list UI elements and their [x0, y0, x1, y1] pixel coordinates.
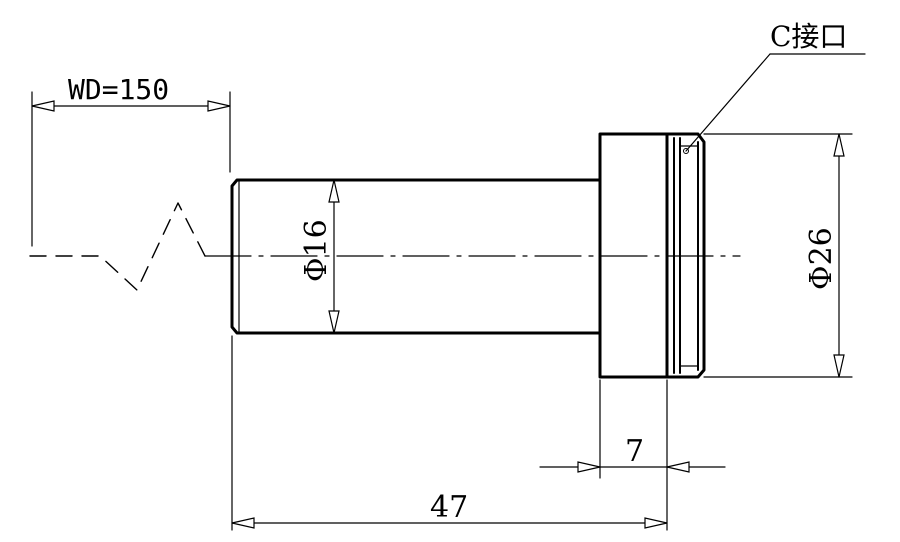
flange-diameter-label: Φ26 — [804, 227, 839, 290]
c-mount-label: C接口 — [770, 20, 847, 53]
total-length-dimension: 47 — [231, 335, 668, 531]
object-plane-indicator — [29, 202, 206, 291]
total-length-label: 47 — [430, 490, 468, 525]
flange-length-dimension: 7 — [539, 379, 726, 531]
wd-label: WD=150 — [68, 73, 169, 106]
c-mount-thread — [665, 132, 706, 379]
flange-length-label: 7 — [625, 434, 644, 469]
barrel-diameter-label: Φ16 — [299, 219, 334, 282]
barrel-diameter-dimension: Φ16 — [299, 179, 340, 334]
lens-flange — [598, 132, 669, 379]
wd-dimension: WD=150 — [31, 73, 231, 247]
c-mount-callout: C接口 — [683, 20, 866, 154]
lens-barrel — [230, 178, 602, 335]
flange-diameter-dimension: Φ26 — [703, 133, 853, 378]
